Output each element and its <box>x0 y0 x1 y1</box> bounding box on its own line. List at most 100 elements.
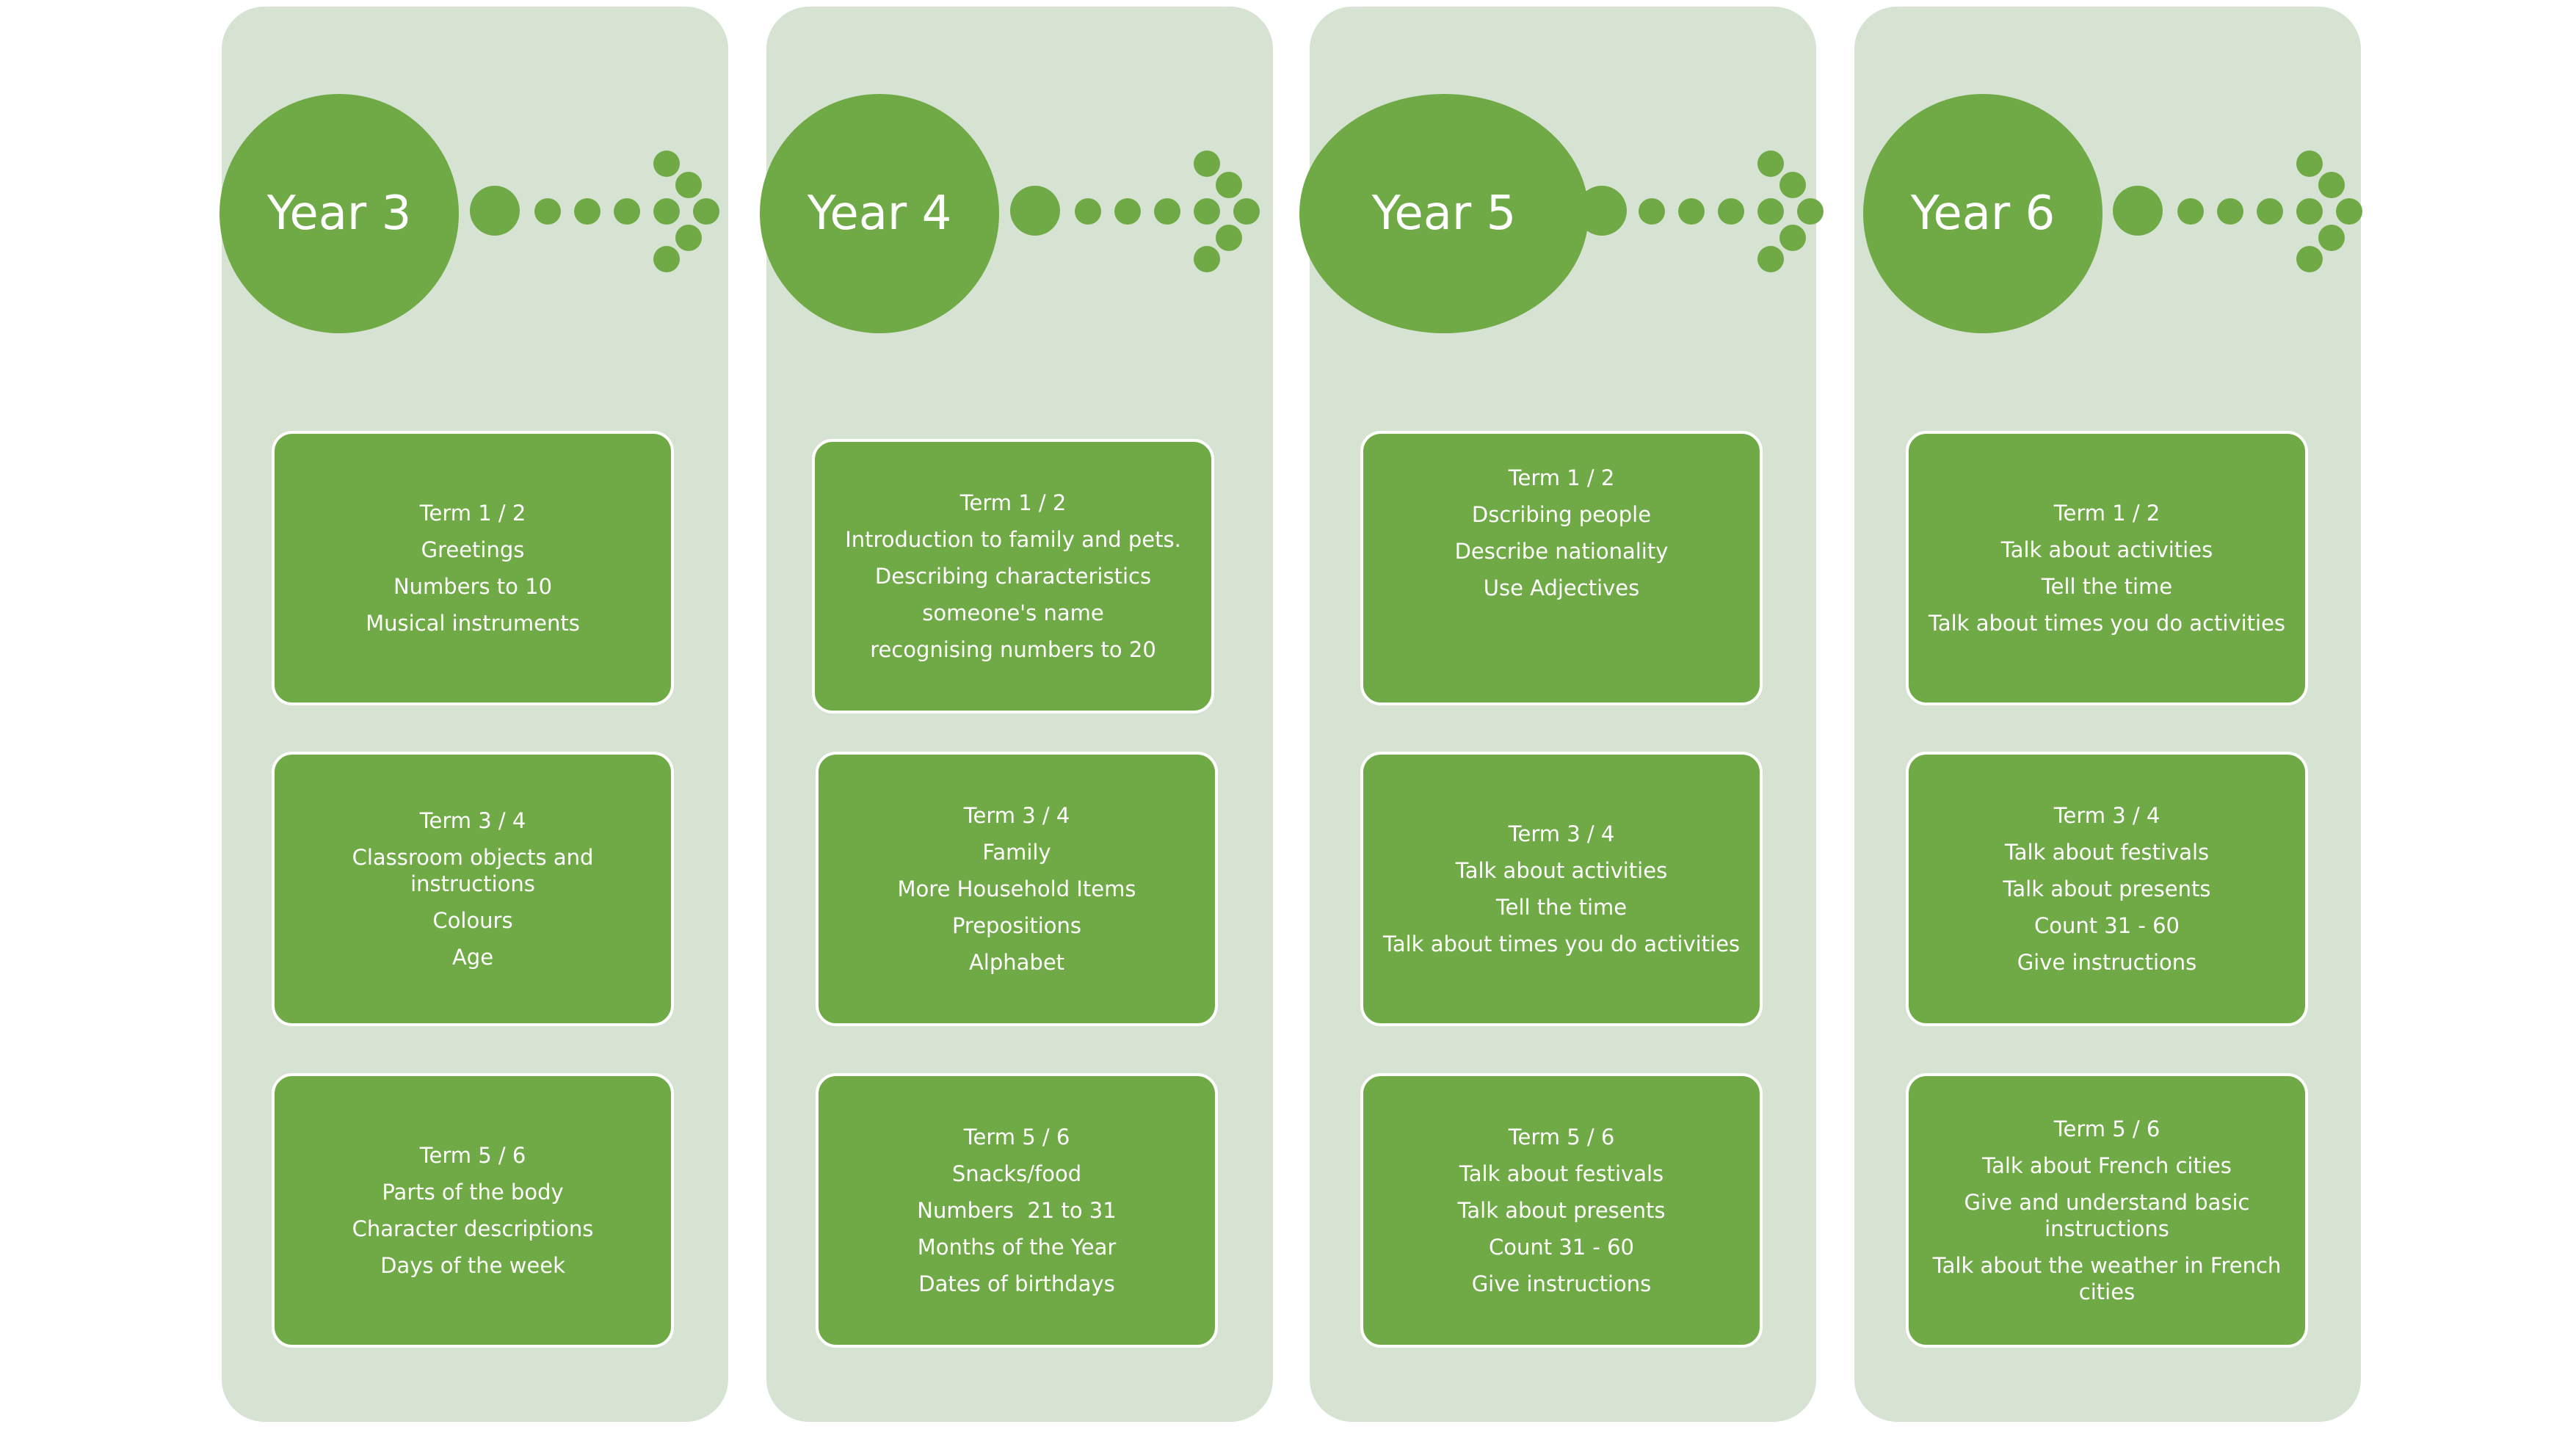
topic-line: More Household Items <box>897 876 1136 901</box>
term-heading: Term 5 / 6 <box>1508 1125 1615 1150</box>
arrow-dot <box>2336 198 2362 225</box>
topic-line: Parts of the body <box>382 1180 564 1205</box>
topic-line: Months of the Year <box>917 1235 1117 1260</box>
topic-line: Describe nationality <box>1454 539 1669 564</box>
arrow-dot <box>534 198 561 225</box>
term-heading: Term 1 / 2 <box>2053 501 2160 526</box>
term-card-1-2: Term 1 / 2 Introduction to family and pe… <box>812 439 1214 713</box>
arrow-dot <box>1577 186 1627 236</box>
term-heading: Term 5 / 6 <box>963 1125 1070 1150</box>
term-heading: Term 3 / 4 <box>963 803 1070 828</box>
topic-line: someone's name <box>922 600 1104 625</box>
arrow-dot <box>693 198 719 225</box>
topic-line: Days of the week <box>380 1253 565 1278</box>
topic-line: Musical instruments <box>366 611 580 636</box>
term-heading: Term 1 / 2 <box>959 490 1067 515</box>
term-heading: Term 3 / 4 <box>2053 803 2160 828</box>
arrow-dot <box>675 225 702 251</box>
topic-line: Count 31 - 60 <box>1488 1235 1635 1260</box>
arrow-dot <box>2296 246 2323 272</box>
arrow-dot <box>653 198 680 225</box>
topic-line: Talk about the weather in French cities <box>1932 1253 2282 1304</box>
arrow-dot <box>1757 198 1784 225</box>
arrow-dot <box>1114 198 1141 225</box>
topic-line: Dates of birthdays <box>918 1271 1115 1296</box>
topic-line: Use Adjectives <box>1483 575 1640 600</box>
term-card-5-6: Term 5 / 6 Snacks/food Numbers 21 to 31 … <box>816 1073 1218 1348</box>
arrow-dot <box>1010 186 1060 236</box>
year-circle-5: Year 5 <box>1299 94 1589 333</box>
topic-line: Give and understand basic instructions <box>1964 1190 2250 1241</box>
arrow-dot <box>675 172 702 198</box>
arrow-dot <box>653 246 680 272</box>
topic-line: Tell the time <box>1495 895 1628 920</box>
arrow-dot <box>1779 225 1806 251</box>
term-card-3-4: Term 3 / 4 Family More Household Items P… <box>816 752 1218 1026</box>
topic-line: Talk about activities <box>2000 537 2213 562</box>
arrow-dot <box>1216 225 1242 251</box>
term-heading: Term 3 / 4 <box>1508 821 1615 846</box>
arrow-dot <box>2318 225 2345 251</box>
topic-line: Talk about presents <box>2003 876 2211 901</box>
topic-line: recognising numbers to 20 <box>870 637 1156 662</box>
arrow-dot <box>1757 246 1784 272</box>
arrow-dot <box>1639 198 1665 225</box>
term-heading: Term 5 / 6 <box>2053 1116 2160 1141</box>
topic-line: Talk about French cities <box>1982 1153 2232 1178</box>
topic-line: Talk about festivals <box>1459 1161 1664 1186</box>
arrow-dot <box>2177 198 2204 225</box>
year-circle-6: Year 6 <box>1863 94 2102 333</box>
arrow-dot <box>2217 198 2243 225</box>
arrow-dot <box>574 198 601 225</box>
topic-line: Numbers to 10 <box>393 574 553 599</box>
term-heading: Term 5 / 6 <box>419 1143 526 1168</box>
topic-line: Character descriptions <box>352 1216 594 1241</box>
arrow-dot <box>2113 186 2163 236</box>
arrow-dot <box>2296 198 2323 225</box>
topic-line: Talk about festivals <box>2004 840 2210 865</box>
term-card-3-4: Term 3 / 4 Classroom objects and instruc… <box>272 752 674 1026</box>
term-heading: Term 1 / 2 <box>1508 465 1615 490</box>
term-card-3-4: Term 3 / 4 Talk about festivals Talk abo… <box>1906 752 2308 1026</box>
arrow-dot <box>1779 172 1806 198</box>
year-circle-3: Year 3 <box>219 94 459 333</box>
topic-line: Talk about presents <box>1457 1198 1666 1223</box>
topic-line: Talk about activities <box>1455 858 1668 883</box>
term-card-1-2: Term 1 / 2 Talk about activities Tell th… <box>1906 431 2308 705</box>
topic-line: Snacks/food <box>951 1161 1082 1186</box>
topic-line: Give instructions <box>2017 950 2197 975</box>
arrow-dot <box>1678 198 1705 225</box>
arrow-dot <box>1757 150 1784 177</box>
topic-line: Describing characteristics <box>874 564 1152 589</box>
topic-line: Classroom objects and instructions <box>352 845 594 896</box>
term-heading: Term 1 / 2 <box>419 501 526 526</box>
topic-line: Give instructions <box>1471 1271 1652 1296</box>
term-card-5-6: Term 5 / 6 Talk about French cities Give… <box>1906 1073 2308 1348</box>
arrow-dot <box>1154 198 1180 225</box>
term-heading: Term 3 / 4 <box>419 808 526 833</box>
topic-line: Count 31 - 60 <box>2033 913 2180 938</box>
topic-line: Family <box>982 840 1051 865</box>
arrow-dot <box>1718 198 1744 225</box>
arrow-dot <box>1233 198 1260 225</box>
topic-line: Colours <box>432 908 513 933</box>
term-card-1-2: Term 1 / 2 Greetings Numbers to 10 Music… <box>272 431 674 705</box>
topic-line: Talk about times you do activities <box>1382 932 1741 956</box>
arrow-dot <box>2257 198 2283 225</box>
arrow-dot <box>2296 150 2323 177</box>
arrow-dot <box>614 198 640 225</box>
topic-line: Dscribing people <box>1471 502 1652 527</box>
term-card-5-6: Term 5 / 6 Parts of the body Character d… <box>272 1073 674 1348</box>
topic-line: Greetings <box>421 537 525 562</box>
arrow-dot <box>1194 246 1220 272</box>
year-circle-4: Year 4 <box>760 94 999 333</box>
term-card-1-2: Term 1 / 2 Dscribing people Describe nat… <box>1360 431 1763 705</box>
arrow-dot <box>2318 172 2345 198</box>
arrow-dot <box>653 150 680 177</box>
topic-line: Tell the time <box>2041 574 2173 599</box>
arrow-dot <box>1194 150 1220 177</box>
term-card-3-4: Term 3 / 4 Talk about activities Tell th… <box>1360 752 1763 1026</box>
topic-line: Introduction to family and pets. <box>845 527 1181 552</box>
topic-line: Alphabet <box>968 950 1065 975</box>
arrow-dot <box>1216 172 1242 198</box>
